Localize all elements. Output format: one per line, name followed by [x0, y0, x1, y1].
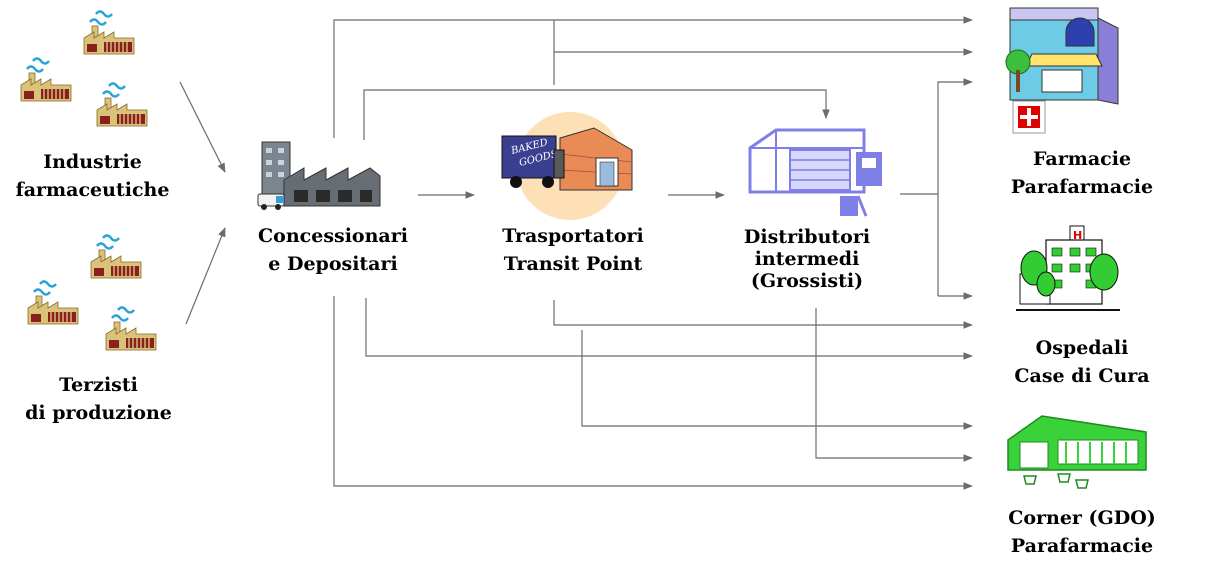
factory-icon — [104, 306, 158, 352]
factory-icon — [19, 57, 73, 103]
arrow-trasportatori-top-farmacie — [553, 20, 972, 85]
factory-icon — [89, 234, 143, 280]
label-ospedali-line1: Ospedali — [1035, 337, 1129, 359]
label-concessionari: Concessionari e Depositari — [238, 222, 428, 278]
warehouse-icon — [748, 128, 882, 217]
arrow-concessionari-top-farmacie — [333, 16, 973, 138]
svg-text:H: H — [1073, 229, 1082, 242]
label-corner-line1: Corner (GDO) — [1008, 507, 1156, 529]
label-terzisti-line1: Terzisti — [59, 374, 138, 396]
label-distributori-line1: Distributori — [743, 226, 871, 248]
label-ospedali-line2: Case di Cura — [1014, 365, 1150, 387]
label-distributori-line2: intermedi — [754, 248, 860, 270]
arrow-concessionari-to-ospedali — [365, 298, 973, 360]
label-terzisti-line2: di produzione — [25, 402, 172, 424]
factory-icon — [82, 10, 136, 56]
label-corner-line2: Parafarmacie — [1010, 535, 1154, 557]
label-concessionari-line1: Concessionari — [258, 225, 408, 247]
label-farmacie-line1: Farmacie — [1032, 148, 1132, 170]
label-ospedali: Ospedali Case di Cura — [992, 334, 1172, 390]
hospital-icon: H — [1016, 225, 1120, 311]
industrial-plant-icon — [257, 141, 381, 210]
label-farmacie-line2: Parafarmacie — [1010, 176, 1154, 198]
label-farmacie: Farmacie Parafarmacie — [992, 145, 1172, 201]
factory-icon — [26, 280, 80, 326]
label-distributori: Distributori intermedi (Grossisti) — [712, 226, 902, 292]
delivery-truck-icon: BAKED GOODS — [501, 112, 633, 220]
arrow-distributori-to-farmacie — [937, 78, 973, 296]
arrow-trasportatori-to-corner — [581, 330, 973, 430]
pharmacy-icon — [1005, 7, 1119, 105]
supermarket-icon — [1007, 415, 1147, 489]
label-terzisti: Terzisti di produzione — [6, 371, 191, 427]
label-industrie-line1: Industrie — [43, 151, 142, 173]
arrow-industrie-to-concessionari — [179, 81, 226, 173]
label-concessionari-line2: e Depositari — [268, 253, 398, 275]
label-distributori-line3: (Grossisti) — [750, 270, 864, 292]
label-corner: Corner (GDO) Parafarmacie — [992, 504, 1172, 560]
arrow-concessionari-to-corner — [333, 296, 973, 490]
label-trasportatori-line2: Transit Point — [503, 253, 643, 275]
arrow-concessionari-to-distributori — [363, 89, 830, 140]
arrow-terzisti-to-concessionari — [185, 227, 226, 325]
label-trasportatori: Trasportatori Transit Point — [478, 222, 668, 278]
label-industrie: Industrie farmaceutiche — [0, 148, 185, 204]
pharmacy-cross-icon — [1012, 100, 1046, 134]
arrow-distributori-to-corner — [815, 308, 973, 462]
label-trasportatori-line1: Trasportatori — [502, 225, 644, 247]
label-industrie-line2: farmaceutiche — [15, 179, 170, 201]
factory-icon — [95, 82, 149, 128]
arrow-trasportatori-to-ospedali — [553, 300, 973, 329]
